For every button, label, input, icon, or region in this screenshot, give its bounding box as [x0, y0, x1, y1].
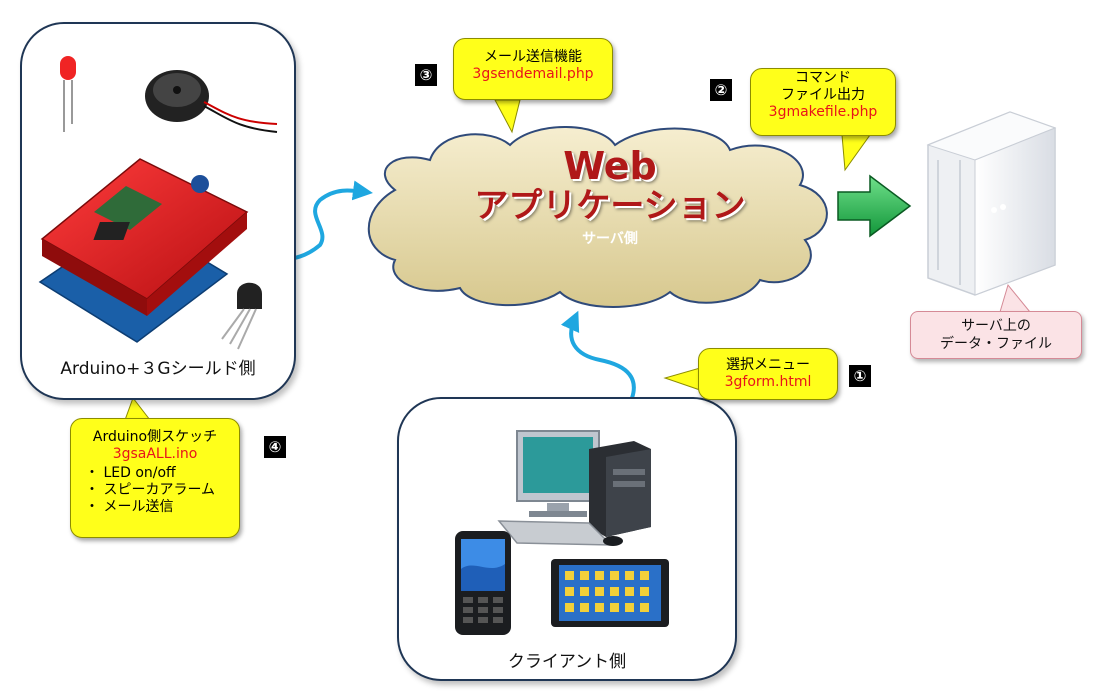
server-icon: [926, 111, 1057, 296]
select-menu-label: 選択メニュー: [726, 357, 810, 373]
web-app-title-block: Web アプリケーション サーバ側: [440, 146, 780, 248]
sketch-item-led: ・ LED on/off: [85, 465, 176, 481]
mobile-phone-icon: [455, 531, 511, 635]
arduino-panel: Arduino+３Gシールド側: [20, 22, 296, 400]
server-caption-pointer: [999, 283, 1032, 313]
mail-callout-pointer: [494, 99, 521, 134]
sketch-item-alarm: ・ スピーカアラーム: [85, 482, 216, 498]
step-3-badge: ③: [415, 64, 437, 86]
buzzer-icon: [145, 70, 278, 133]
desktop-tower-icon: [589, 441, 651, 537]
server-caption-line-1: サーバ上の: [961, 318, 1031, 334]
menu-callout-pointer: [663, 367, 701, 391]
command-file-file: 3gmakefile.php: [768, 104, 878, 120]
web-app-subtitle: アプリケーション: [474, 186, 746, 226]
arduino-hardware-illustration: [38, 56, 278, 350]
mail-function-file: 3gsendemail.php: [472, 66, 594, 82]
client-devices-illustration: [455, 430, 669, 635]
select-menu-callout: 選択メニュー 3gform.html: [698, 348, 838, 400]
client-panel: クライアント側: [397, 397, 737, 681]
tablet-icon: [551, 559, 669, 627]
command-file-label-2: ファイル出力: [781, 87, 865, 103]
led-icon: [60, 56, 76, 132]
output-arrow: [837, 174, 912, 238]
step-4-badge: ④: [264, 436, 286, 458]
step-1-badge: ①: [849, 365, 871, 387]
select-menu-file: 3gform.html: [724, 374, 812, 390]
web-app-title: Web: [563, 144, 657, 188]
server-caption-line-2: データ・ファイル: [940, 336, 1052, 352]
server-side-label: サーバ側: [582, 231, 638, 247]
command-file-callout: コマンド ファイル出力 3gmakefile.php: [750, 68, 896, 136]
mail-function-callout: メール送信機能 3gsendemail.php: [453, 38, 613, 100]
sketch-callout-pointer: [124, 396, 152, 421]
temperature-sensor-icon: [221, 282, 262, 350]
step-2-badge: ②: [710, 79, 732, 101]
3g-shield-icon: [40, 158, 249, 316]
arduino-sketch-file: 3gsaALL.ino: [112, 446, 198, 462]
arduino-panel-label: Arduino+３Gシールド側: [60, 359, 256, 379]
command-callout-pointer: [841, 134, 871, 172]
command-file-label-1: コマンド: [795, 70, 851, 86]
keyboard-icon: [497, 520, 623, 546]
mail-function-label: メール送信機能: [484, 49, 582, 65]
monitor-icon: [516, 430, 600, 517]
server-data-file-caption: サーバ上の データ・ファイル: [910, 311, 1082, 359]
client-panel-label: クライアント側: [507, 652, 627, 672]
arduino-sketch-callout: Arduino側スケッチ 3gsaALL.ino ・ LED on/off ・ …: [70, 418, 240, 538]
sketch-item-mail: ・ メール送信: [85, 499, 174, 515]
arduino-sketch-label: Arduino側スケッチ: [92, 429, 218, 445]
web-app-cloud: [367, 126, 828, 308]
